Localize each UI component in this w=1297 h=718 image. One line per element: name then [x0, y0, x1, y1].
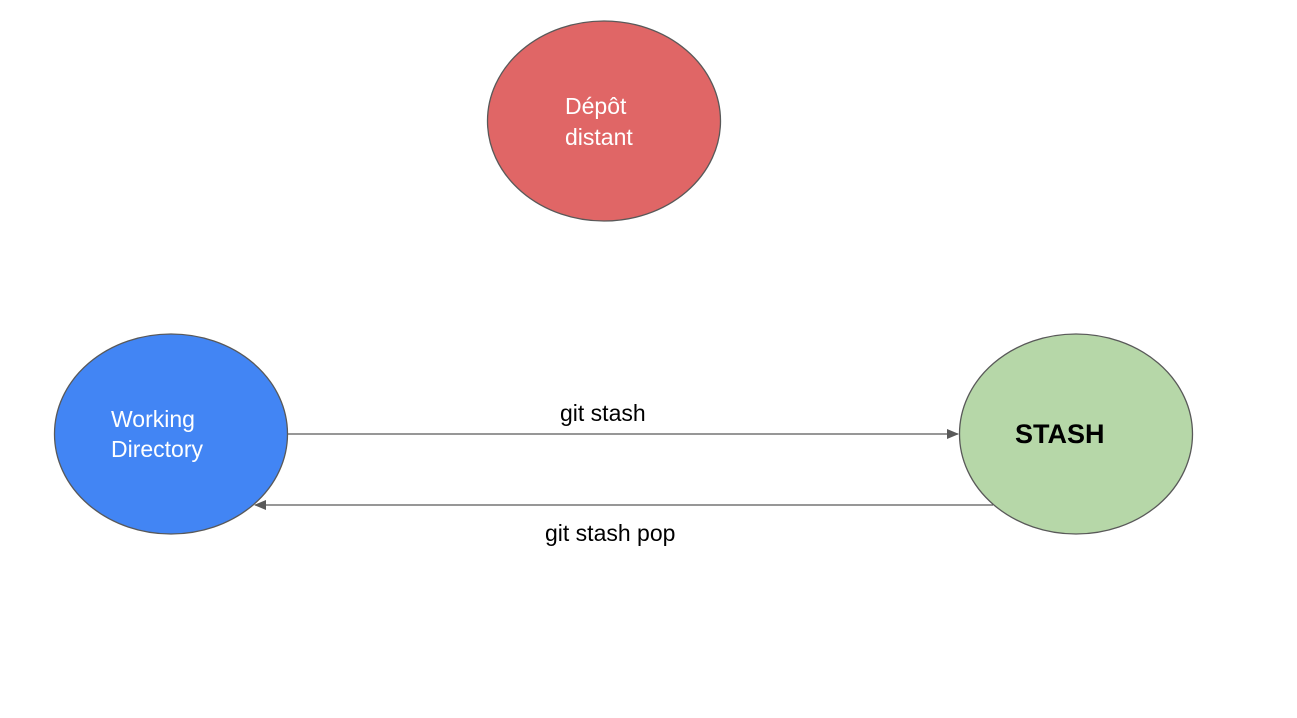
edge-git-stash-label: git stash [560, 400, 646, 426]
node-working-shape [53, 333, 289, 535]
node-stash-shape [958, 333, 1194, 535]
node-remote-label-line-2: distant [565, 124, 633, 150]
node-remote-repository: Dépôt distant [486, 20, 722, 222]
node-working-label: Working Directory [111, 406, 204, 462]
node-working-directory: Working Directory [53, 333, 289, 535]
node-remote-label-line-1: Dépôt [565, 93, 627, 119]
node-working-label-line-2: Directory [111, 436, 204, 462]
edge-git-stash-pop-label: git stash pop [545, 520, 675, 546]
node-working-label-line-1: Working [111, 406, 195, 432]
edge-git-stash: git stash [288, 400, 959, 439]
node-remote-label: Dépôt distant [565, 93, 633, 150]
node-stash-label: STASH [1015, 419, 1105, 449]
edge-git-stash-pop: git stash pop [254, 500, 993, 546]
node-stash: STASH [958, 333, 1194, 535]
node-remote-shape [486, 20, 722, 222]
